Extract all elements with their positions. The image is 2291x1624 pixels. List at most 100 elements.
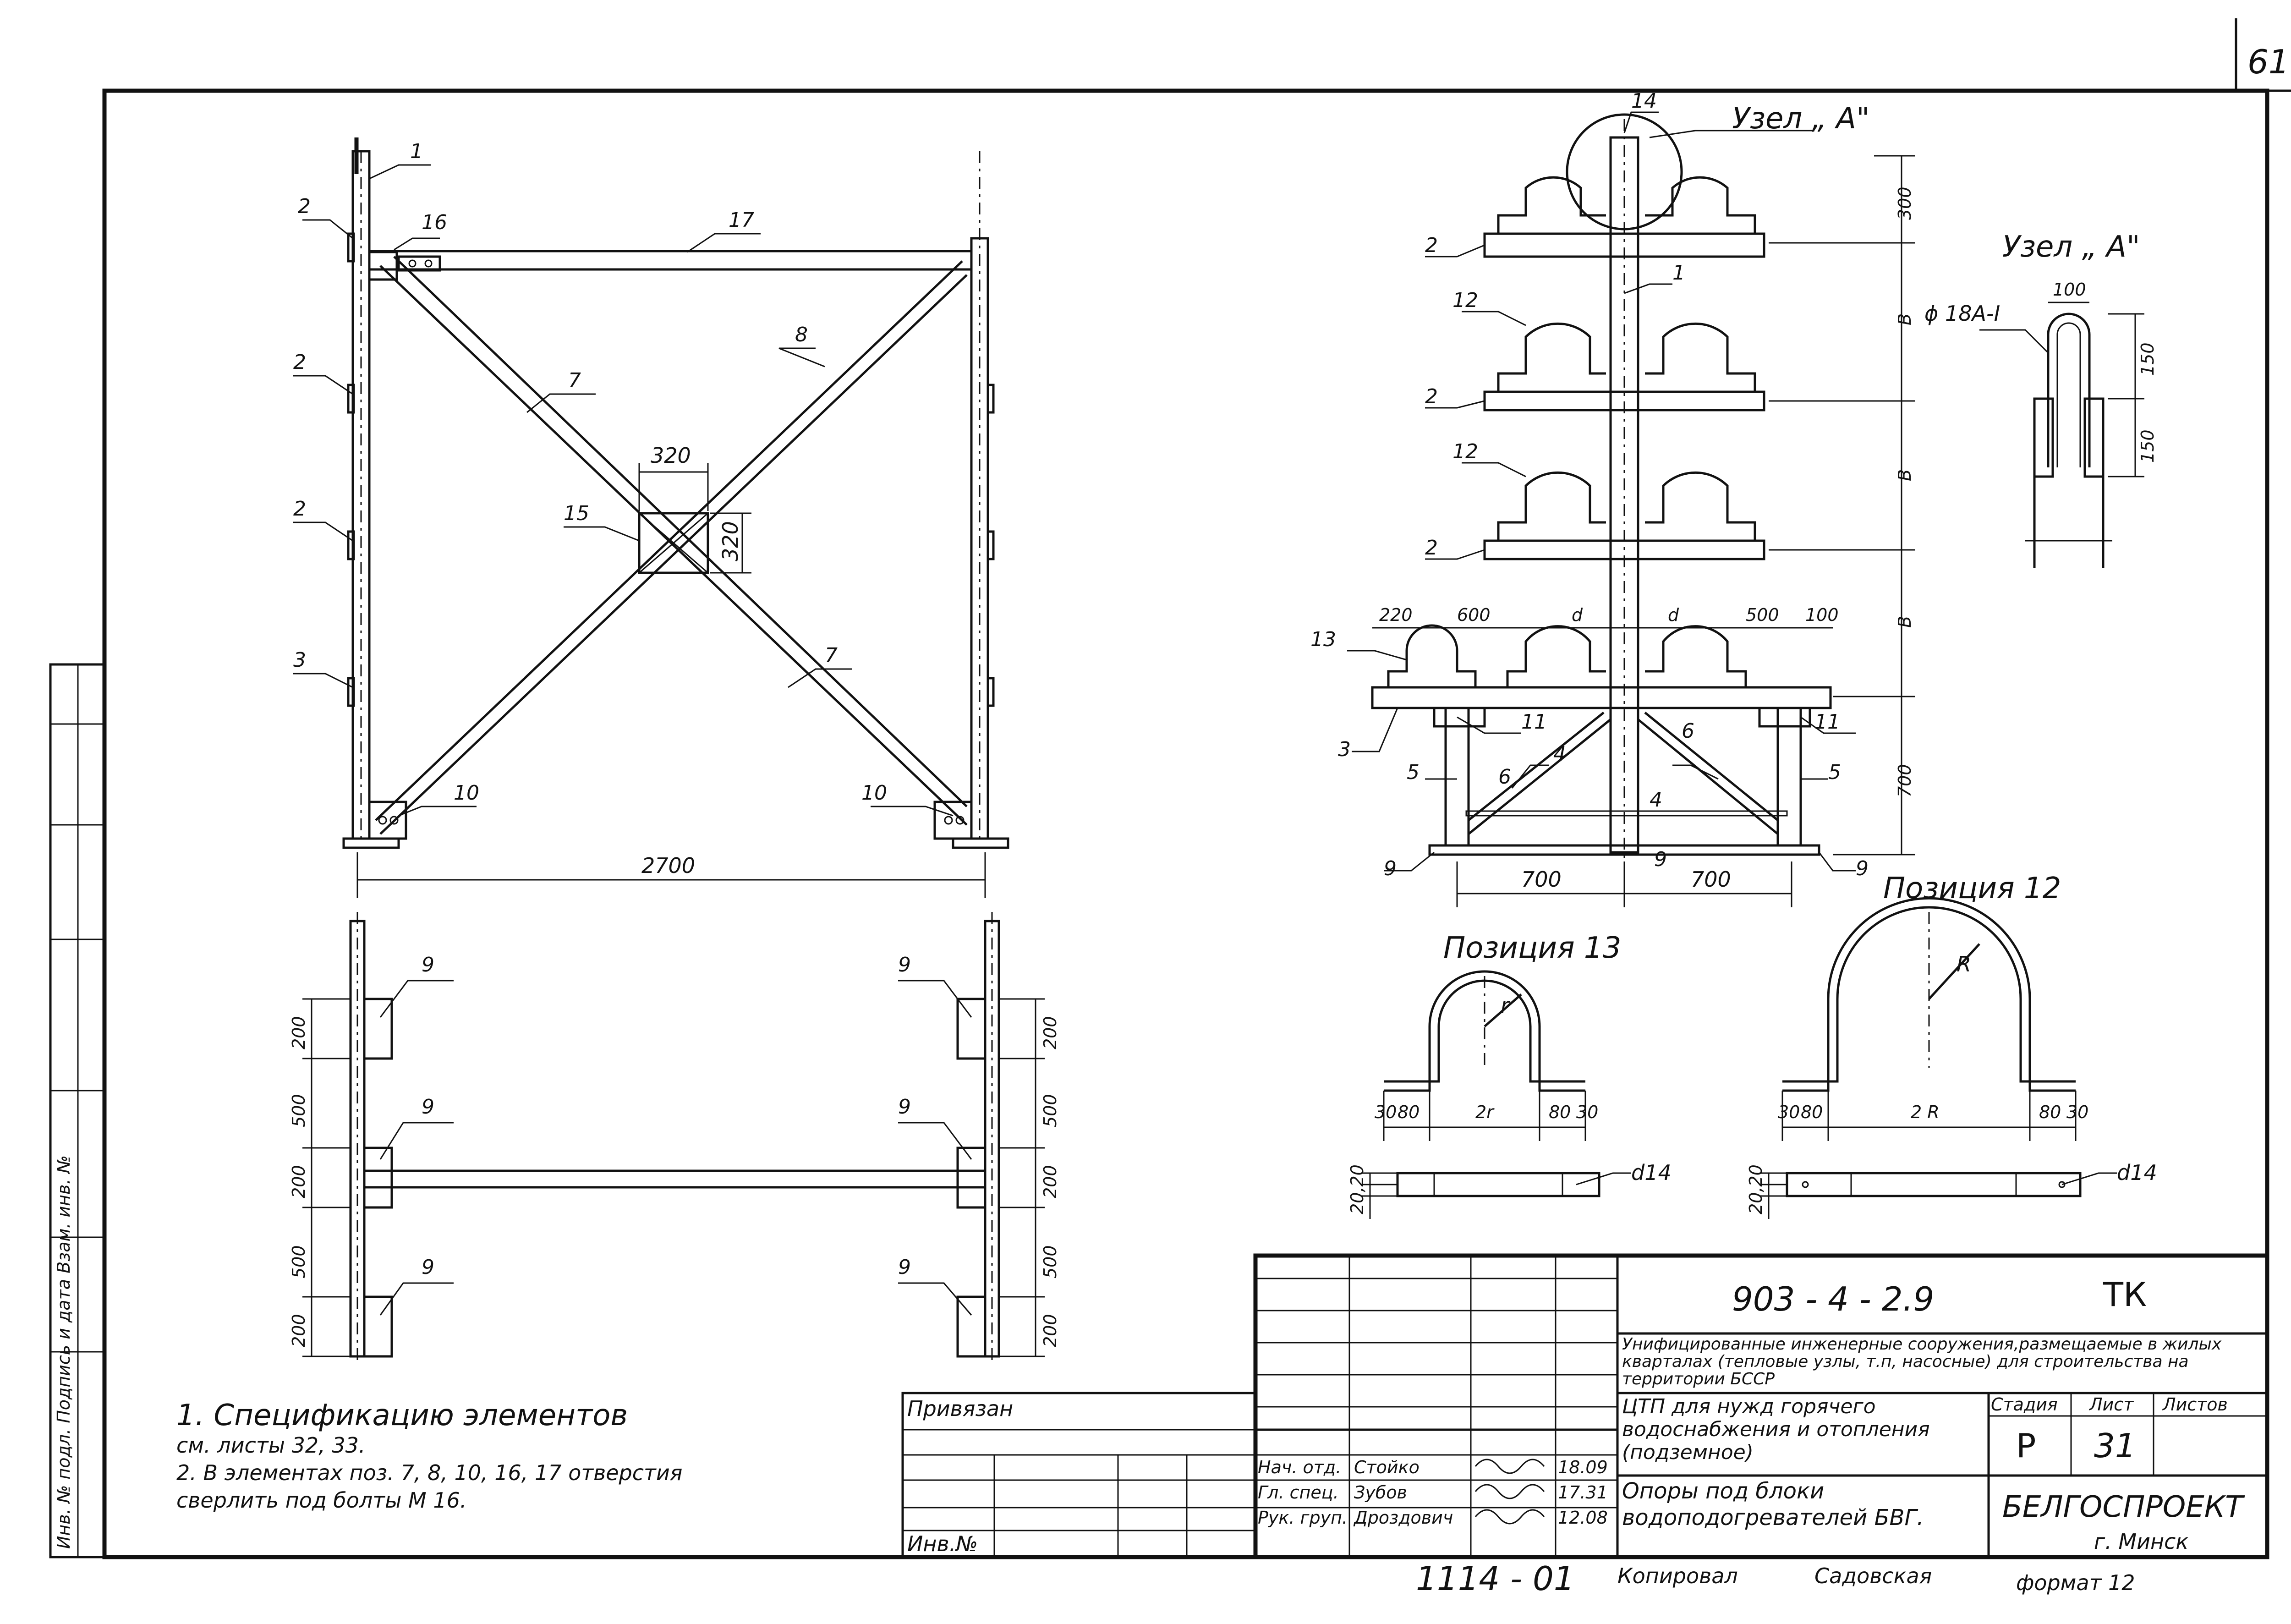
tb-format: формат 12 (2016, 1570, 2135, 1595)
fv-label-10b: 10 (861, 781, 887, 805)
pv-dim-r5: 200 (1040, 1314, 1060, 1347)
fv-dim-overall: 2700 (641, 853, 695, 878)
sv-top-dim-1: 220 (1379, 605, 1413, 625)
pv-label-9b: 9 (422, 1095, 434, 1119)
pos13-hole: d14 (1631, 1160, 1672, 1185)
tb-date-1: 18.09 (1558, 1457, 1608, 1477)
pos13-dim-2: 80 (1398, 1102, 1420, 1122)
sv-label-5a: 5 (1407, 761, 1420, 784)
tb-role-2: Гл. спец. (1258, 1482, 1339, 1503)
fv-label-3: 3 (293, 648, 306, 672)
tb-inv-label: Инв.№ (907, 1531, 978, 1556)
pv-label-9a: 9 (422, 953, 434, 977)
sv-label-3: 3 (1338, 738, 1351, 761)
sv-label-5b: 5 (1828, 761, 1841, 784)
sv-label-11a: 11 (1521, 710, 1547, 734)
pv-dim-r3: 200 (1040, 1165, 1060, 1198)
pv-dim-r4: 500 (1040, 1245, 1060, 1278)
node-a-title: Узел „ А" (2002, 230, 2140, 264)
sv-label-9c: 9 (1856, 857, 1869, 880)
fv-label-7a: 7 (568, 369, 581, 392)
pv-dim-l2: 500 (289, 1094, 309, 1127)
pv-dim-r1: 200 (1040, 1016, 1060, 1049)
pos12-dim-1: 30 (1778, 1102, 1800, 1122)
sv-dim-b1: 700 (1521, 867, 1562, 892)
fv-label-16: 16 (422, 211, 447, 234)
pv-dim-l5: 200 (289, 1314, 309, 1347)
pos12-title: Позиция 12 (1883, 872, 2061, 905)
node-a-h1: 150 (2138, 342, 2158, 376)
pos12-r: R (1957, 952, 1971, 977)
tb-drawing-title: Опоры под блоки водоподогревателей БВГ. (1622, 1478, 1924, 1531)
sv-top-dim-4: d (1668, 605, 1679, 625)
sv-label-4a: 4 (1553, 742, 1566, 766)
sv-dim-r5: 700 (1895, 764, 1915, 797)
pos12-hole: d14 (2117, 1160, 2157, 1185)
pos13-r: r (1501, 993, 1511, 1018)
tb-copier: Садовская (1814, 1564, 1932, 1588)
plan-view (302, 912, 1045, 1366)
plan-view-text: 9 9 9 9 9 9 200 500 200 500 200 200 500 … (289, 953, 1060, 1347)
fv-label-1: 1 (410, 140, 423, 163)
pos12-thick: 20,20 (1746, 1164, 1766, 1214)
position-13-text: Позиция 13 r 30 80 2r 80 30 20,20 d14 (1347, 931, 1672, 1214)
sv-label-4b: 4 (1650, 788, 1662, 812)
note-line-1: 1. Спецификацию элементов (176, 1399, 628, 1432)
side-stamp-text: Инв. № подл. Подпись и дата Взам. инв. № (54, 1155, 74, 1549)
position-12-text: Позиция 12 R 30 80 2 R 80 30 20,20 d14 (1746, 872, 2157, 1214)
side-view (1347, 111, 1915, 907)
sv-label-12a: 12 (1452, 289, 1478, 312)
sv-label-12b: 12 (1452, 440, 1478, 463)
pos13-dim-5: 30 (1576, 1102, 1598, 1122)
pos12-dim-5: 30 (2066, 1102, 2088, 1122)
sv-label-6b: 6 (1682, 719, 1694, 743)
note-line-2: см. листы 32, 33. (176, 1433, 366, 1458)
pos12-dim-4: 80 (2039, 1102, 2061, 1122)
sv-label-11b: 11 (1814, 710, 1840, 734)
pos12-dim-2: 80 (1801, 1102, 1823, 1122)
node-a-detail (1979, 302, 2144, 568)
front-view-labels: 1 2 16 17 8 7 2 2 15 3 7 10 10 320 320 2… (293, 140, 887, 878)
fv-label-17: 17 (729, 208, 754, 232)
sv-label-9a: 9 (1384, 857, 1397, 880)
fv-label-7b: 7 (825, 644, 838, 667)
tb-org: БЕЛГОСПРОЕКТ (2002, 1490, 2245, 1524)
tb-tied-label: Привязан (907, 1396, 1013, 1421)
sv-top-dim-2: 600 (1457, 605, 1491, 625)
tb-stage: Р (2016, 1426, 2036, 1465)
tb-mark: ТК (2103, 1275, 2147, 1314)
tb-date-3: 12.08 (1558, 1508, 1608, 1528)
position-12 (1759, 897, 2117, 1219)
note-line-4: сверлить под болты М 16. (176, 1488, 467, 1513)
fv-label-10a: 10 (454, 781, 479, 805)
pos13-title: Позиция 13 (1443, 931, 1621, 965)
front-view (293, 137, 1009, 898)
sv-dim-r4: В (1895, 616, 1915, 628)
sv-top-dim-6: 100 (1805, 605, 1839, 625)
tb-name-2: Зубов (1354, 1482, 1407, 1503)
tb-role-3: Рук. груп. (1258, 1508, 1348, 1528)
pos13-dim-4: 80 (1549, 1102, 1571, 1122)
sv-label-14: 14 (1631, 89, 1657, 113)
note-line-3: 2. В элементах поз. 7, 8, 10, 16, 17 отв… (176, 1460, 682, 1485)
fv-dim-gusset-h: 320 (718, 521, 743, 561)
sv-dim-r2: В (1895, 313, 1915, 325)
tb-archive-no: 1114 - 01 (1416, 1559, 1575, 1598)
sv-label-2a: 2 (1425, 234, 1438, 257)
fv-label-2b: 2 (293, 351, 306, 374)
sv-label-13: 13 (1310, 628, 1336, 651)
pos12-dim-3: 2 R (1911, 1102, 1940, 1122)
fv-dim-gusset-w: 320 (651, 443, 691, 468)
tb-date-2: 17.31 (1558, 1482, 1608, 1503)
page-number: 61 (2247, 43, 2290, 81)
tb-stage-label: Стадия (1991, 1394, 2058, 1415)
pv-dim-r2: 500 (1040, 1094, 1060, 1127)
tb-name-3: Дроздович (1353, 1508, 1453, 1528)
tb-sheet-no: 31 (2094, 1426, 2136, 1465)
fv-label-2c: 2 (293, 497, 306, 521)
title-block-text: 903 - 4 - 2.9 ТК Унифицированные инженер… (907, 1275, 2245, 1598)
position-13 (1361, 970, 1631, 1219)
node-a-width: 100 (2053, 280, 2086, 300)
node-a-h2: 150 (2138, 429, 2158, 463)
pv-dim-l4: 500 (289, 1245, 309, 1278)
